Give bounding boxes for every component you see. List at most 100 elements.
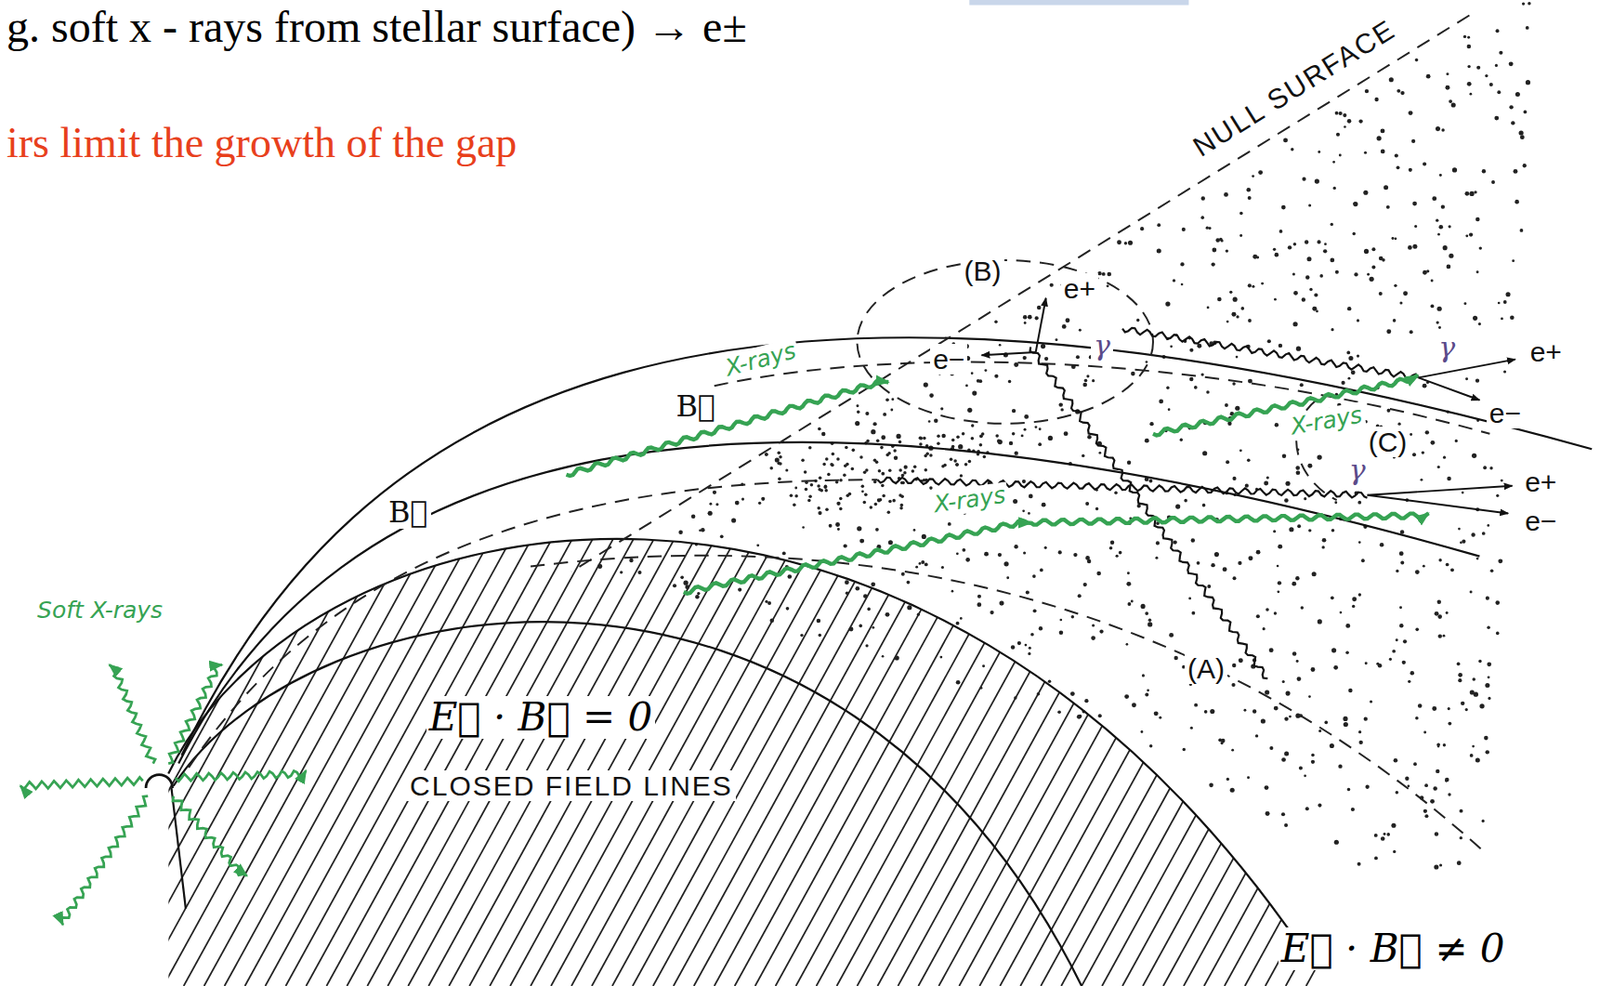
plasma-dot (1448, 253, 1454, 259)
plasma-dot (940, 406, 944, 410)
hatch-line (346, 373, 683, 986)
plasma-dot (1434, 611, 1440, 617)
plasma-dot (1282, 454, 1286, 459)
plasma-dot (1287, 245, 1292, 250)
hatch-line (1224, 373, 1561, 986)
hatch-line (1061, 373, 1398, 986)
plasma-dot (971, 391, 977, 396)
plasma-dot (824, 484, 828, 488)
plasma-dot (1351, 232, 1355, 236)
plasma-dot (1180, 262, 1184, 266)
plasma-dot (1386, 205, 1391, 210)
plasma-dot (1273, 611, 1277, 615)
plasma-dot (1450, 567, 1455, 572)
plasma-dot (1514, 199, 1520, 205)
plasma-dot (1311, 667, 1316, 672)
plasma-dot (818, 633, 822, 637)
plasma-dot (1426, 74, 1431, 79)
plasma-dot (1436, 320, 1440, 324)
plasma-dot (1487, 696, 1491, 700)
plasma-dot (947, 522, 952, 526)
plasma-dot (1447, 707, 1451, 710)
plasma-dot (1421, 450, 1425, 454)
plasma-dot (1126, 642, 1129, 646)
plasma-dot (1337, 763, 1342, 768)
plasma-dot (1285, 481, 1290, 486)
region-label: (C) (1365, 426, 1411, 458)
plasma-dot (904, 465, 908, 470)
x-ray-path (1030, 512, 1429, 525)
plasma-dot (876, 439, 880, 444)
x-ray-path (172, 796, 248, 877)
plasma-dot (1391, 649, 1396, 654)
plasma-dot (1378, 291, 1383, 296)
plasma-dot (1172, 278, 1176, 282)
plasma-dot (1291, 581, 1297, 587)
hatch-line (0, 373, 296, 986)
plasma-dot (1350, 807, 1355, 812)
plasma-dot (1411, 139, 1416, 144)
plasma-dot (1127, 460, 1131, 465)
open-field-line (178, 442, 1480, 764)
plasma-dot (1525, 26, 1530, 30)
plasma-dot (1127, 571, 1130, 575)
plasma-dot (1475, 757, 1481, 762)
hatch-line (0, 373, 72, 986)
plasma-dot (1399, 623, 1404, 628)
plasma-dot (1284, 750, 1289, 756)
plasma-dot (1335, 111, 1339, 116)
plasma-dot (881, 494, 886, 499)
plasma-dot (1081, 454, 1085, 458)
hatch-line (40, 373, 378, 986)
plasma-dot (1425, 430, 1430, 434)
plasma-dot (1076, 714, 1082, 720)
hatch-line (1183, 373, 1521, 986)
plasma-dot (997, 552, 1002, 557)
plasma-dot (831, 452, 836, 457)
plasma-dot (1511, 259, 1515, 263)
plasma-dot (1252, 254, 1258, 260)
plasma-dot (1465, 234, 1469, 237)
pair-arrows (981, 298, 1515, 514)
plasma-dot (1353, 272, 1358, 276)
region-label: CLOSED FIELD LINES (406, 770, 736, 801)
plasma-dot (1347, 118, 1352, 124)
plasma-dot (1335, 270, 1339, 275)
plasma-dot (1239, 234, 1243, 237)
plasma-dot (1126, 581, 1131, 587)
plasma-dot (1363, 717, 1368, 722)
plasma-dot (1265, 811, 1271, 816)
plasma-dot (859, 538, 865, 544)
plasma-dot (1324, 721, 1328, 725)
plasma-dot (921, 534, 927, 539)
plasma-dot (715, 502, 719, 506)
plasma-dot (1347, 377, 1351, 381)
hatch-line (448, 373, 786, 986)
plasma-dot (1437, 233, 1441, 237)
plasma-dot (1478, 322, 1482, 326)
plasma-dot (1356, 354, 1360, 358)
hatch-line (0, 373, 316, 986)
plasma-dot (1357, 500, 1362, 505)
plasma-dot (1030, 632, 1035, 637)
plasma-dot (691, 514, 696, 520)
plasma-dot (1292, 651, 1298, 656)
plasma-dot (1455, 439, 1458, 443)
plasma-dot (1038, 626, 1043, 630)
plasma-dot (1457, 527, 1461, 531)
hatch-line (1367, 373, 1600, 986)
plasma-dot (871, 626, 875, 630)
plasma-dot (1331, 528, 1336, 533)
plasma-dot (785, 468, 788, 472)
plasma-dot (918, 436, 923, 441)
plasma-dot (1124, 241, 1128, 245)
plasma-dot (922, 478, 927, 483)
positron-arrow (1036, 298, 1047, 353)
plasma-dot (1297, 524, 1301, 528)
plasma-dot (1023, 428, 1027, 432)
plasma-dot (1311, 760, 1315, 764)
plasma-dot (700, 527, 706, 533)
plasma-dot (1484, 682, 1490, 688)
plasma-dot (769, 466, 774, 471)
plasma-dot (1284, 823, 1288, 827)
